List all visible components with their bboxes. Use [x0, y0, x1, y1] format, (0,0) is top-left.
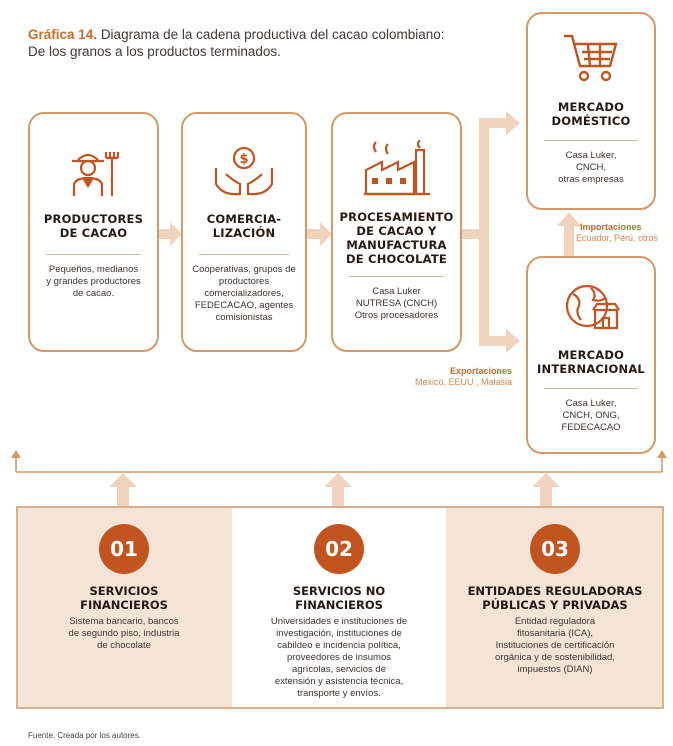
support-regulators-desc-4: orgánica y de sostenibilidad, — [495, 652, 615, 663]
shopping-cart-icon — [564, 34, 618, 82]
support-regulators-title-2: PÚBLICAS Y PRIVADAS — [482, 598, 628, 612]
support-financial-title-1: SERVICIOS — [89, 584, 159, 598]
farmer-icon — [71, 152, 119, 196]
exports-note: Exportaciones Mexico, EEUU , Malasia — [402, 366, 512, 388]
globe-store-icon — [565, 284, 620, 330]
source-note: Fuente: Creada por los autores. — [28, 731, 141, 740]
arrow-commerce-to-processing — [306, 222, 332, 246]
arrow-processing-stem — [462, 229, 484, 239]
title-line-1: Diagrama de la cadena productiva del cac… — [100, 27, 445, 42]
chart-title: Gráfica 14. Diagrama de la cadena produc… — [28, 26, 445, 60]
support-financial-number: 01 — [99, 524, 149, 574]
arrow-imports — [557, 212, 581, 256]
arrow-branch-trunk — [479, 118, 489, 343]
market-international-desc-3: FEDECACAO — [561, 422, 621, 433]
support-nonfinancial-desc-4: proveedores de insumos — [286, 652, 392, 663]
stage-processing-title-3: MANUFACTURA — [346, 238, 447, 252]
imports-label: Importaciones — [580, 222, 642, 232]
market-domestic: MERCADO DOMÉSTICO Casa Luker, CNCH, otra… — [526, 12, 656, 210]
stage-commerce-desc-4: FEDECACAO, agentes — [194, 300, 294, 311]
stage-processing-desc-3: Otros procesadores — [354, 310, 439, 321]
stage-processing-desc-1: Casa Luker — [372, 286, 421, 297]
market-international-desc-2: CNCH, ONG, — [562, 410, 620, 421]
stage-commerce-title-1: COMERCIA- — [206, 212, 282, 226]
stage-commerce-desc-2: productores — [218, 276, 270, 287]
support-regulators-number: 03 — [530, 524, 580, 574]
stage-producers-desc-3: de cacao. — [72, 288, 115, 299]
support-regulators-desc-3: Instituciones de certificación — [495, 640, 615, 651]
arrow-up-financial — [109, 473, 137, 506]
divider — [544, 140, 638, 141]
support-regulators: 03 ENTIDADES REGULADORAS PÚBLICAS Y PRIV… — [446, 506, 664, 709]
stage-producers-desc-2: y grandes productores — [46, 276, 141, 287]
stage-commerce-title-2: LIZACIÓN — [212, 226, 276, 240]
support-regulators-desc-1: Entidad reguladora — [514, 616, 596, 627]
support-financial-desc-3: de chocolate — [97, 640, 151, 651]
support-nonfinancial-desc-2: investigación, instituciones de — [276, 628, 402, 639]
market-international-desc-1: Casa Luker, — [565, 398, 617, 409]
market-domestic-desc-2: CNCH, — [575, 162, 607, 173]
svg-text:$: $ — [239, 152, 248, 167]
stage-processing-title-2: DE CACAO Y — [356, 224, 437, 238]
exports-value: Mexico, EEUU , Malasia — [414, 377, 512, 387]
support-bracket — [15, 456, 663, 473]
stage-producers-title-1: PRODUCTORES — [43, 212, 144, 226]
stage-producers: PRODUCTORES DE CACAO Pequeños, medianos … — [28, 112, 159, 352]
arrow-producers-to-commerce — [158, 222, 182, 246]
support-nonfinancial-desc-7: transporte y envíos. — [297, 688, 381, 699]
stage-processing-title-1: PROCESAMIENTO — [339, 210, 454, 224]
market-domestic-title-2: DOMÉSTICO — [551, 114, 631, 128]
stage-commerce-desc-1: Cooperativas, grupos de — [192, 264, 296, 275]
stage-producers-title-2: DE CACAO — [59, 226, 128, 240]
stage-processing: PROCESAMIENTO DE CACAO Y MANUFACTURA DE … — [331, 112, 462, 352]
divider — [46, 254, 141, 255]
market-international-title-2: INTERNACIONAL — [537, 362, 645, 376]
divider — [349, 276, 444, 277]
figure-label: Gráfica 14. — [28, 27, 98, 42]
stage-processing-desc-2: NUTRESA (CNCH) — [355, 298, 438, 309]
support-nonfinancial-desc-1: Universidades e instituciones de — [270, 616, 408, 627]
arrow-to-international — [479, 329, 520, 353]
stage-commerce: $ COMERCIA- LIZACIÓN Cooperativas, grupo… — [181, 112, 307, 352]
divider — [199, 254, 289, 255]
support-nonfinancial-title-2: FINANCIEROS — [295, 598, 383, 612]
market-international-title-1: MERCADO — [557, 348, 625, 362]
arrow-up-nonfinancial — [324, 473, 352, 506]
support-financial: 01 SERVICIOS FINANCIEROS Sistema bancari… — [16, 506, 232, 709]
arrow-to-domestic — [479, 111, 520, 135]
stage-processing-title-4: DE CHOCOLATE — [346, 252, 447, 266]
support-nonfinancial-desc-6: extensión y asistencia técnica, — [274, 676, 404, 687]
market-domestic-title-1: MERCADO — [557, 100, 625, 114]
market-domestic-desc-3: otras empresas — [558, 174, 624, 185]
market-international: MERCADO INTERNACIONAL Casa Luker, CNCH, … — [526, 256, 656, 454]
factory-icon — [363, 140, 430, 196]
stage-commerce-desc-3: comercializadores, — [204, 288, 284, 299]
market-domestic-desc-1: Casa Luker, — [565, 150, 617, 161]
arrow-up-regulators — [532, 473, 560, 506]
support-regulators-desc-2: fitosanitaria (ICA), — [516, 628, 594, 639]
imports-value: Ecuador, Perú, otros — [576, 233, 659, 243]
support-nonfinancial-desc-3: cabildeo e incidencia política, — [277, 640, 401, 651]
exports-label: Exportaciones — [449, 366, 512, 376]
divider — [544, 388, 638, 389]
support-financial-desc-2: de segundo piso, industria — [68, 628, 180, 639]
support-nonfinancial-title-1: SERVICIOS NO — [292, 584, 386, 598]
support-nonfinancial: 02 SERVICIOS NO FINANCIEROS Universidade… — [232, 506, 446, 709]
support-nonfinancial-number: 02 — [314, 524, 364, 574]
stage-commerce-desc-5: comisionistas — [215, 312, 273, 323]
stage-producers-desc-1: Pequeños, medianos — [48, 264, 139, 275]
support-regulators-title-1: ENTIDADES REGULADORAS — [467, 584, 643, 598]
title-line-2: De los granos a los productos terminados… — [28, 44, 281, 59]
support-financial-title-2: FINANCIEROS — [80, 598, 168, 612]
bracket-arrow-right — [657, 450, 667, 458]
imports-note: Importaciones Ecuador, Perú, otros — [576, 222, 658, 244]
bracket-arrow-left — [11, 450, 21, 458]
support-regulators-desc-5: impuestos (DIAN) — [517, 664, 593, 675]
support-nonfinancial-desc-5: agrícolas, servicios de — [292, 664, 386, 675]
support-financial-desc-1: Sistema bancario, bancos — [69, 616, 179, 627]
hands-money-icon: $ — [214, 146, 274, 196]
support-frame — [16, 506, 664, 709]
